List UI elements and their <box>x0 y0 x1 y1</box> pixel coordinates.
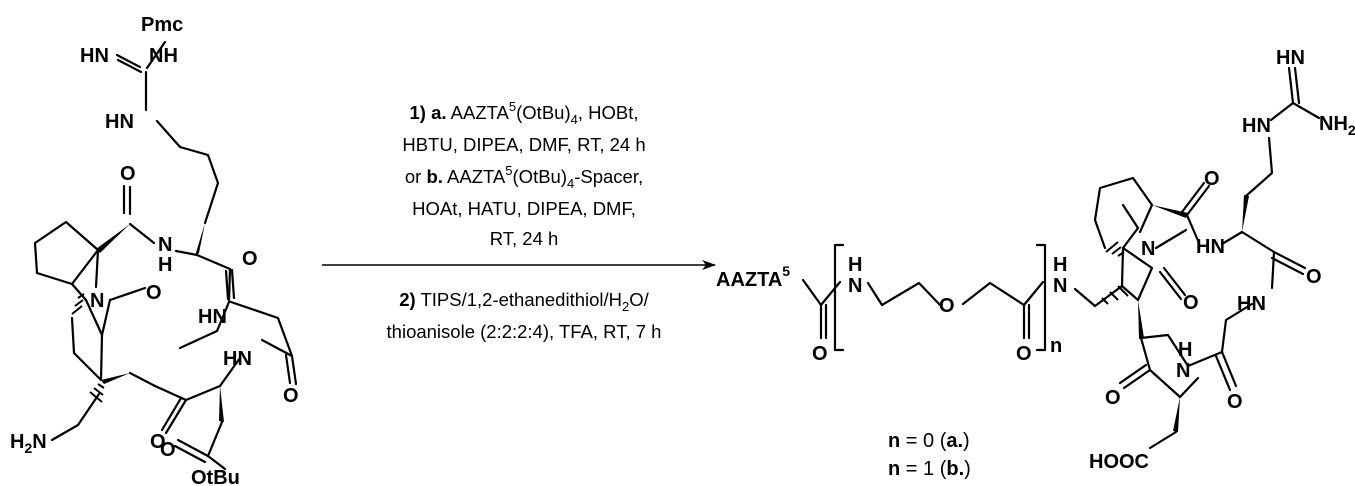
o-ketone-label: O <box>150 431 166 453</box>
o-ring-product-label: O <box>1183 292 1199 314</box>
n-spacer-label: N <box>848 275 862 297</box>
legend-n1: n = 1 (b.) <box>888 458 971 480</box>
n-ring-label: N <box>90 290 104 312</box>
o-amide2-label: O <box>242 248 258 270</box>
legend-n0: n = 0 (a.) <box>888 430 970 452</box>
hn-imine-label: HN <box>80 45 109 67</box>
nh-pmc-label: NH <box>149 45 178 67</box>
conditions-line-5: RT, 24 h <box>490 228 559 249</box>
hn-gly-product-label: HN <box>1237 293 1266 315</box>
o-ketone-product-label: O <box>1105 387 1121 409</box>
o-amide2-product-label: O <box>1306 266 1322 288</box>
conditions-line-4: HOAt, HATU, DIPEA, DMF, <box>412 198 636 219</box>
o-amide1-label: O <box>120 163 136 185</box>
hash-bond-4 <box>1105 241 1125 257</box>
conditions-line-3: or b. AAZTA5(OtBu)4-Spacer, <box>405 163 643 191</box>
h-asp-product-label: H <box>1178 339 1192 361</box>
h2n-label: H2N <box>10 431 47 456</box>
o-ether-label: O <box>939 295 955 317</box>
o-amide1-product-label: O <box>1204 168 1220 190</box>
o-spacer-label: O <box>1016 343 1032 365</box>
n-index-label: n <box>1050 335 1062 357</box>
product-labels: AAZTA5 O H N O O n H N N O O HN O HN H N… <box>716 47 1355 473</box>
hn-gly-label: HN <box>198 306 227 328</box>
hn-chain-product-label: HN <box>1242 115 1271 137</box>
pmc-label: Pmc <box>141 14 183 36</box>
n-asp-product-label: N <box>1176 360 1190 382</box>
hn-imine-product-label: HN <box>1276 47 1305 69</box>
conditions-line-7: thioanisole (2:2:2:4), TFA, RT, 7 h <box>387 321 662 342</box>
hn-asp-label: HN <box>223 348 252 370</box>
conditions-line-6: 2) TIPS/1,2-ethanedithiol/H2O/ <box>399 289 649 314</box>
o-ring-label: O <box>146 282 162 304</box>
nh2-label: NH2 <box>1319 113 1355 138</box>
product-structure <box>801 66 1321 450</box>
reactant-structure <box>33 40 298 471</box>
h-spacer-label: H <box>848 254 862 276</box>
n-ring-product-label: N <box>1141 238 1155 260</box>
otbu-label: OtBu <box>191 467 240 486</box>
o-gly-label: O <box>283 385 299 407</box>
hn-chain-label: HN <box>105 111 134 133</box>
h-amide1-label: H <box>158 254 172 276</box>
hash-bond-2 <box>89 383 105 403</box>
conditions-line-1: 1) a. AAZTA5(OtBu)4, HOBt, <box>409 99 638 127</box>
o-gly-product-label: O <box>1227 391 1243 413</box>
aazta-label: AAZTA5 <box>716 263 790 291</box>
hn-amide1-product-label: HN <box>1196 236 1225 258</box>
o-ester-label: O <box>160 439 176 461</box>
reactant-labels: Pmc HN NH HN O N H O N O HN HN O H2N O O… <box>10 14 299 486</box>
h-link-label: H <box>1053 254 1067 276</box>
hash-bond-1 <box>71 293 85 315</box>
hooc-label: HOOC <box>1089 451 1149 473</box>
n-amide1-label: N <box>158 234 172 256</box>
o-left-label: O <box>812 343 828 365</box>
n-link-label: N <box>1053 275 1067 297</box>
conditions-line-2: HBTU, DIPEA, DMF, RT, 24 h <box>402 134 645 155</box>
product-legend: n = 0 (a.) n = 1 (b.) <box>888 430 971 480</box>
reaction-conditions: 1) a. AAZTA5(OtBu)4, HOBt, HBTU, DIPEA, … <box>387 99 662 342</box>
